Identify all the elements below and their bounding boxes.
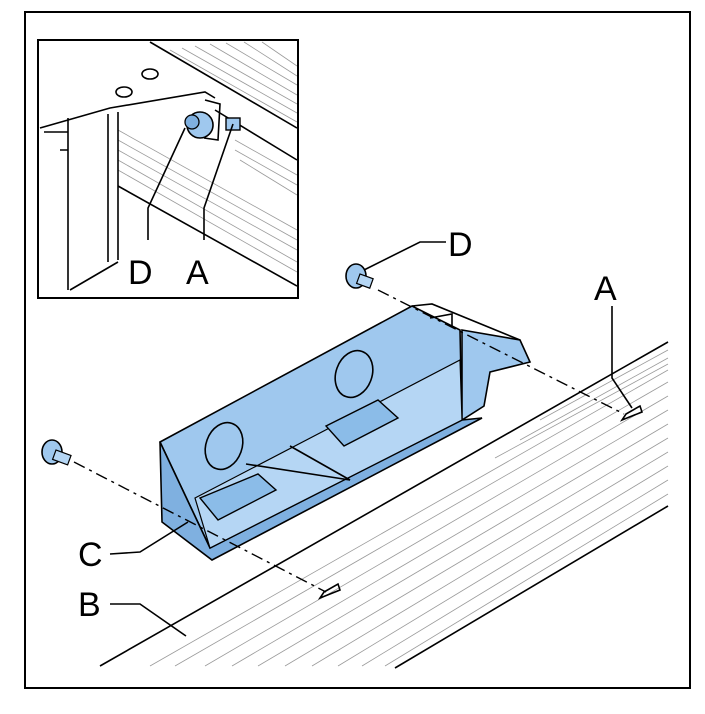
inset-detail: D A — [37, 39, 299, 299]
label-D: D — [448, 226, 473, 264]
rail-B — [99, 341, 669, 669]
inset-label-D: D — [128, 254, 153, 292]
label-B: B — [78, 586, 101, 624]
label-A: A — [594, 270, 617, 308]
cover-C — [158, 303, 532, 561]
inset-label-A: A — [186, 254, 209, 292]
screw-icon — [41, 439, 72, 466]
inset-frame — [37, 39, 299, 299]
label-C: C — [78, 536, 103, 574]
screw-icon — [345, 263, 374, 289]
